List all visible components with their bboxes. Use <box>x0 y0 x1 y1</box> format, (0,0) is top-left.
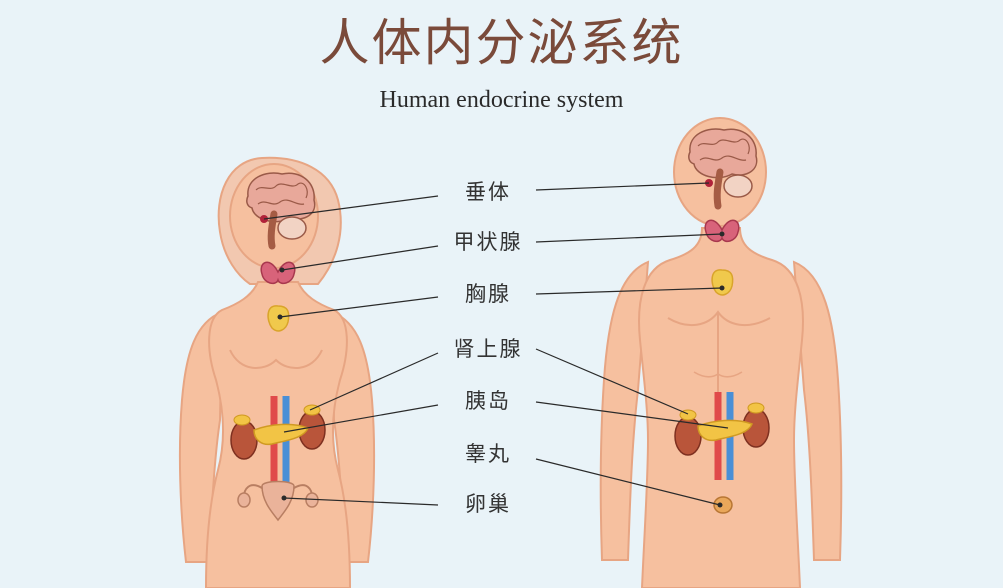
female-chest-contour <box>229 349 323 370</box>
female-pancreas <box>253 423 309 446</box>
label-ovaries: 卵巢 <box>465 492 511 516</box>
line-pituitary-male <box>535 182 710 191</box>
label-thyroid: 甲状腺 <box>453 230 523 254</box>
line-pituitary-female <box>263 195 439 220</box>
female-kidney-left <box>230 420 258 460</box>
female-figure <box>178 156 376 588</box>
line-islets-female <box>283 404 439 433</box>
female-uterus <box>261 480 295 522</box>
leader-lines <box>263 182 729 506</box>
male-brainstem <box>713 168 724 210</box>
line-thyroid-female <box>281 245 439 271</box>
leader-dots <box>277 231 725 508</box>
line-thymus-male <box>535 287 723 295</box>
female-brainstem <box>267 210 278 250</box>
female-cerebellum <box>277 216 307 240</box>
title-chinese: 人体内分泌系统 <box>319 14 684 72</box>
male-thymus <box>711 269 734 296</box>
female-brain <box>246 172 316 223</box>
title-english: Human endocrine system <box>379 87 624 113</box>
male-cerebellum <box>723 174 753 198</box>
line-testes-male <box>535 458 721 506</box>
male-left-arm <box>599 260 650 561</box>
label-pituitary: 垂体 <box>465 180 511 204</box>
male-adrenal-right <box>747 402 765 414</box>
male-figure <box>599 117 843 588</box>
line-adrenal-male <box>535 348 689 415</box>
line-islets-male <box>535 401 729 429</box>
male-right-arm <box>792 260 843 561</box>
line-adrenal-female <box>309 352 439 411</box>
label-islets: 胰岛 <box>465 389 511 413</box>
male-testes <box>713 496 733 514</box>
female-fallopian-tubes <box>243 484 313 495</box>
female-brain-folds <box>255 182 308 205</box>
line-ovaries-female <box>283 497 439 506</box>
male-abdomen-contour <box>693 371 743 378</box>
female-thyroid <box>260 261 296 285</box>
male-brain-folds <box>697 138 750 161</box>
female-ovary-left <box>237 492 251 508</box>
line-thymus-female <box>279 296 439 318</box>
male-thyroid <box>704 219 740 243</box>
label-thymus: 胸腺 <box>465 282 511 306</box>
label-testes: 睾丸 <box>465 442 511 466</box>
male-brain <box>688 128 758 179</box>
female-adrenal-left <box>233 414 251 426</box>
line-thyroid-male <box>535 233 723 243</box>
label-adrenal: 肾上腺 <box>453 337 523 361</box>
